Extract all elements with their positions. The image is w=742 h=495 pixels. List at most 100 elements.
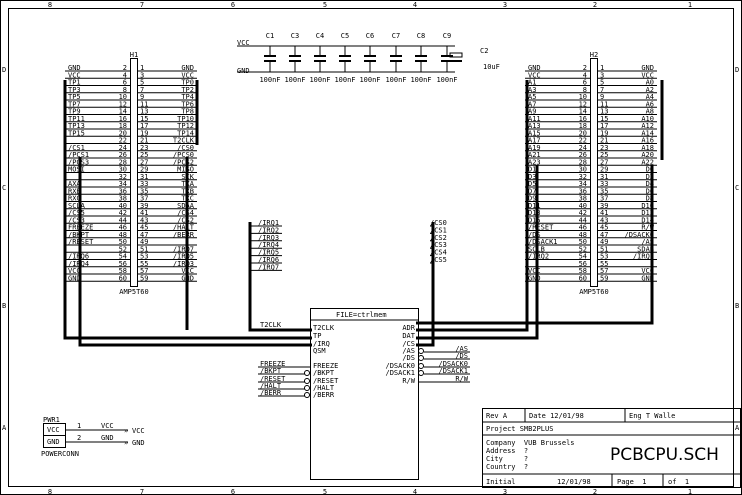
pin-label: AXA (68, 180, 81, 188)
pin-label: D15 (528, 216, 541, 224)
zone-col-label: 8 (48, 488, 52, 495)
pin-number: 33 (600, 180, 608, 188)
pin-number: 46 (579, 224, 587, 232)
pin-number: 16 (579, 115, 587, 123)
pin-label: D12 (641, 209, 654, 217)
pin-number: 43 (600, 216, 608, 224)
pin-label: D3 (528, 173, 536, 181)
pin-number: 4 (123, 71, 127, 79)
pin-label: A7 (528, 100, 536, 108)
zone-row-label: A (735, 424, 740, 432)
net-label: T2CLK (260, 321, 282, 329)
pin-number: 17 (600, 122, 608, 130)
pin-number: 13 (600, 108, 608, 116)
zone-col-label: 3 (503, 1, 507, 9)
pin-number: 53 (600, 253, 608, 261)
cap-name: C5 (341, 32, 349, 40)
pin-label: RXC (68, 195, 81, 203)
pin-label: D0 (646, 166, 654, 174)
pin-label: D2 (646, 173, 654, 181)
pin-label: GND (641, 274, 654, 282)
net-label: FREEZE (260, 360, 285, 368)
pin-number: 32 (119, 173, 127, 181)
pin-label: /IRQ2 (528, 253, 549, 261)
pin-label: D7 (528, 187, 536, 195)
rev: Rev A (486, 412, 508, 420)
cap-value: 100nF (359, 76, 380, 84)
pin-number: 16 (119, 115, 127, 123)
pin-number: 50 (579, 238, 587, 246)
pin-label: GND (528, 64, 541, 72)
pin-label: /IRQ3 (173, 260, 194, 268)
pin-number: 31 (140, 173, 148, 181)
pin-label: A9 (528, 108, 536, 116)
pin-label: A20 (641, 151, 654, 159)
cap-name: C6 (366, 32, 374, 40)
pin-label: A12 (641, 122, 654, 130)
cs-net-labels: /CS0/CS1/CS2/CS3/CS4/CS5 (430, 219, 447, 264)
net-label-cs: /CS3 (430, 241, 447, 249)
pin-number: 33 (140, 180, 148, 188)
initial-label: Initial (486, 478, 516, 486)
pin-number: 28 (579, 158, 587, 166)
cap-value: 100nF (410, 76, 431, 84)
pin-number: 48 (119, 231, 127, 239)
pin-label: A14 (641, 129, 654, 137)
port-vcc: VCC (132, 427, 145, 435)
pin-number: 17 (140, 122, 148, 130)
pin-number: 34 (119, 180, 127, 188)
pin-label: /DSACK1 (528, 238, 558, 246)
pin-label: TP8 (181, 108, 194, 116)
pin-label: /PCS1 (68, 151, 89, 159)
pin-number: 10 (119, 93, 127, 101)
zone-row-label: B (735, 302, 739, 310)
pin-number: 2 (123, 64, 127, 72)
pin-number: 47 (600, 231, 608, 239)
net-label: /RESET (260, 375, 286, 383)
zone-col-label: 4 (413, 488, 417, 495)
pin-label: A1 (528, 79, 536, 87)
pin-number: 51 (140, 245, 148, 253)
pin-number: 35 (600, 187, 608, 195)
sheet-title: FILE=ctrlmem (336, 311, 387, 319)
sheet-entry: FREEZE (313, 362, 338, 370)
pin-number: 34 (579, 180, 587, 188)
pin-name-vcc: VCC (47, 426, 60, 434)
pin-number: 59 (140, 274, 148, 282)
net-label-irq: /IRQ3 (258, 234, 279, 242)
pin-number: 24 (579, 144, 587, 152)
net-gnd: GND (101, 434, 114, 442)
pin-number: 56 (579, 260, 587, 268)
pin-number: 29 (600, 166, 608, 174)
pin-label: D10 (641, 202, 654, 210)
pin-number: 58 (119, 267, 127, 275)
net-label-irq: /IRQ2 (258, 226, 279, 234)
pin-label: /PCS0 (173, 151, 194, 159)
pin-number: 60 (579, 274, 587, 282)
pin-number: 5 (600, 79, 604, 87)
pin-label: VCC (68, 71, 81, 79)
sheet-symbol-ctrlmem[interactable]: FILE=ctrlmem T2CLKTP/IRQQSMFREEZE/BKPT/R… (258, 308, 470, 480)
pin-label: A18 (641, 144, 654, 152)
power-connector: PWR1 VCC GND 1 2 VCC GND » » VCC GND POW… (41, 416, 145, 458)
port-gnd: GND (132, 439, 145, 447)
pin-number: 37 (140, 195, 148, 203)
project: Project SMB2PLUS (486, 425, 553, 433)
pin-number: 55 (140, 260, 148, 268)
buses (63, 80, 664, 347)
pin-number: 45 (140, 224, 148, 232)
pin-number: 27 (600, 158, 608, 166)
zone-row-label: C (735, 184, 739, 192)
net-label: /DSACK0 (438, 360, 468, 368)
pin-number: 39 (600, 202, 608, 210)
pin-number: 54 (119, 253, 127, 261)
pin-number: 20 (119, 129, 127, 137)
pin-label: D5 (528, 180, 536, 188)
net-label: /BERR (260, 389, 282, 397)
pin-number: 10 (579, 93, 587, 101)
pin-number: 32 (579, 173, 587, 181)
power-part: POWERCONN (41, 450, 79, 458)
pin-number: 42 (579, 209, 587, 217)
pin-number: 42 (119, 209, 127, 217)
pin-name-gnd: GND (47, 438, 60, 446)
